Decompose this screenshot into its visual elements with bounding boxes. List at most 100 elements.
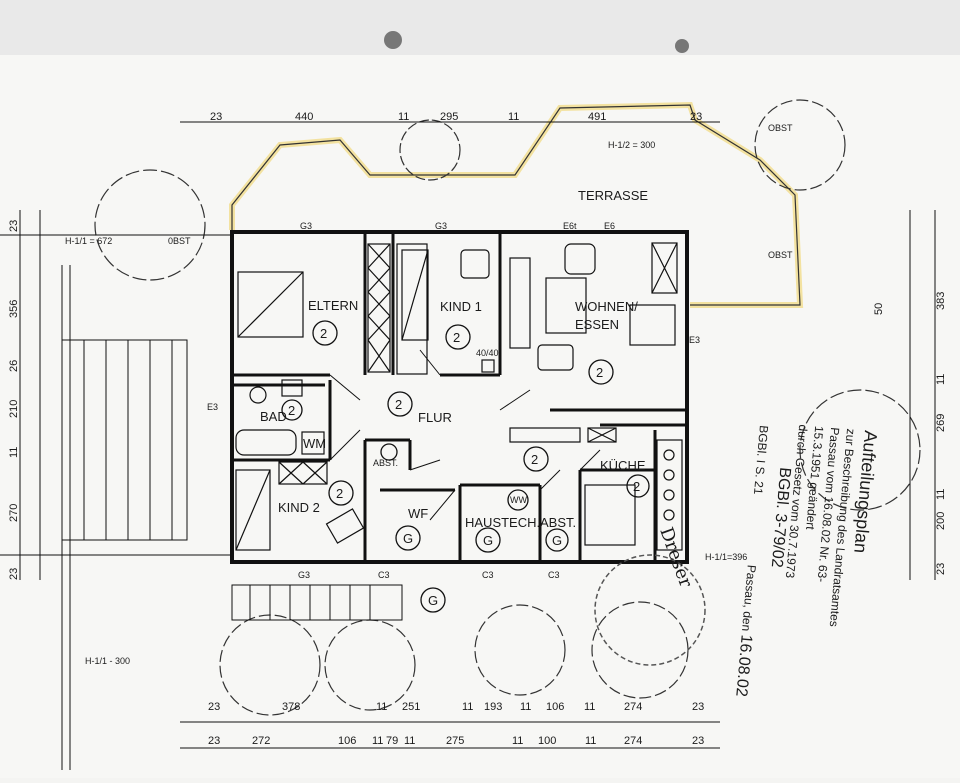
svg-text:11: 11 <box>376 701 387 713</box>
svg-text:2: 2 <box>453 330 460 345</box>
room-wohnen-line2: ESSEN <box>575 317 619 332</box>
svg-text:440: 440 <box>295 111 313 123</box>
label-ww: WW <box>510 495 527 505</box>
svg-text:2: 2 <box>531 452 538 467</box>
svg-text:23: 23 <box>690 111 702 123</box>
svg-text:106: 106 <box>546 701 564 713</box>
svg-text:11: 11 <box>512 735 523 747</box>
svg-text:2: 2 <box>336 486 343 501</box>
label-e6t: E6t <box>563 221 577 231</box>
svg-text:193: 193 <box>484 701 502 713</box>
label-obst-left: 0BST <box>168 236 191 246</box>
svg-text:11: 11 <box>520 701 531 713</box>
label-c3-b: C3 <box>482 570 494 580</box>
svg-text:2: 2 <box>320 326 327 341</box>
svg-text:16.08.02: 16.08.02 <box>732 634 754 698</box>
label-e3-left: E3 <box>207 402 218 412</box>
svg-text:26: 26 <box>8 360 20 372</box>
room-haustech: HAUSTECH. <box>465 515 540 530</box>
room-bad: BAD <box>260 409 287 424</box>
svg-text:23: 23 <box>692 701 704 713</box>
svg-text:200: 200 <box>935 512 947 530</box>
svg-text:269: 269 <box>935 414 947 432</box>
label-c3-c: C3 <box>548 570 560 580</box>
room-wohnen-line1: WOHNEN/ <box>575 299 638 314</box>
svg-text:23: 23 <box>692 735 704 747</box>
label-g3-c: G3 <box>298 570 310 580</box>
svg-text:2: 2 <box>288 403 295 418</box>
label-height-mid: H-1/2 = 300 <box>608 140 655 150</box>
approval-stamp: Aufteilungsplan zur Beschreibung des Lan… <box>594 424 881 698</box>
label-terrasse: TERRASSE <box>578 188 648 203</box>
svg-text:BGBl. I S. 21: BGBl. I S. 21 <box>751 425 771 496</box>
svg-text:G: G <box>483 533 493 548</box>
room-kind1: KIND 1 <box>440 299 482 314</box>
svg-text:11: 11 <box>935 374 947 385</box>
svg-text:11: 11 <box>584 701 595 713</box>
svg-text:23: 23 <box>8 220 20 232</box>
punch-hole <box>675 39 689 53</box>
svg-text:295: 295 <box>440 111 458 123</box>
wardrobes <box>278 242 678 485</box>
stairs <box>61 265 403 770</box>
svg-text:2: 2 <box>633 479 640 494</box>
furniture <box>235 243 683 551</box>
dims-bottom-1: 23 378 11 251 11 193 11 106 11 274 23 <box>208 701 704 713</box>
dimension-lines <box>0 121 936 749</box>
label-g3-b: G3 <box>435 221 447 231</box>
dims-bottom-2: 23 272 106 11 79 11 275 11 100 11 274 23 <box>208 735 704 747</box>
svg-text:2: 2 <box>596 365 603 380</box>
svg-text:272: 272 <box>252 735 270 747</box>
svg-text:11: 11 <box>935 489 947 500</box>
unit-markers: 2 2 2 2 2 2 2 2 G G G G <box>281 320 650 613</box>
label-e6: E6 <box>604 221 615 231</box>
svg-text:50: 50 <box>873 303 885 315</box>
svg-text:251: 251 <box>402 701 420 713</box>
punch-hole <box>384 31 402 49</box>
svg-text:274: 274 <box>624 735 642 747</box>
svg-text:275: 275 <box>446 735 464 747</box>
svg-text:11: 11 <box>372 735 383 747</box>
dims-top: 23 440 11 295 11 491 23 <box>210 111 702 123</box>
svg-text:210: 210 <box>8 400 20 418</box>
svg-text:11: 11 <box>585 735 596 747</box>
label-c3-a: C3 <box>378 570 390 580</box>
doors <box>329 349 601 521</box>
label-vent: 40/40 <box>476 348 499 358</box>
room-abst-1: ABST. <box>373 458 398 468</box>
svg-text:356: 356 <box>8 300 20 318</box>
room-wf: WF <box>408 506 428 521</box>
svg-text:11: 11 <box>398 111 409 123</box>
svg-text:23: 23 <box>208 701 220 713</box>
room-eltern: ELTERN <box>308 298 358 313</box>
svg-text:274: 274 <box>624 701 642 713</box>
label-e3-right: E3 <box>689 335 700 345</box>
svg-text:270: 270 <box>8 504 20 522</box>
svg-text:100: 100 <box>538 735 556 747</box>
interior-walls <box>232 232 687 562</box>
svg-text:G: G <box>403 531 413 546</box>
label-height-bottom-2: H-1/1=396 <box>705 552 747 562</box>
svg-text:79: 79 <box>386 735 398 747</box>
svg-text:23: 23 <box>8 568 20 580</box>
svg-text:G: G <box>552 533 562 548</box>
room-flur: FLUR <box>418 410 452 425</box>
svg-text:106: 106 <box>338 735 356 747</box>
label-height-left: H-1/1 = 672 <box>65 236 112 246</box>
svg-text:11: 11 <box>8 447 20 458</box>
svg-text:23: 23 <box>208 735 220 747</box>
dims-right: 383 50 11 269 11 200 23 <box>873 292 947 575</box>
svg-text:378: 378 <box>282 701 300 713</box>
svg-text:491: 491 <box>588 111 606 123</box>
room-kueche: KÜCHE <box>600 458 646 473</box>
dims-left: 23 356 26 210 11 270 23 <box>8 220 20 580</box>
room-abst-2: ABST. <box>540 515 576 530</box>
svg-text:23: 23 <box>935 563 947 575</box>
room-kind2: KIND 2 <box>278 500 320 515</box>
label-obst-top: OBST <box>768 123 793 133</box>
label-wm: WM <box>303 436 326 451</box>
svg-text:Passau, den: Passau, den <box>739 564 759 632</box>
svg-text:G: G <box>428 593 438 608</box>
